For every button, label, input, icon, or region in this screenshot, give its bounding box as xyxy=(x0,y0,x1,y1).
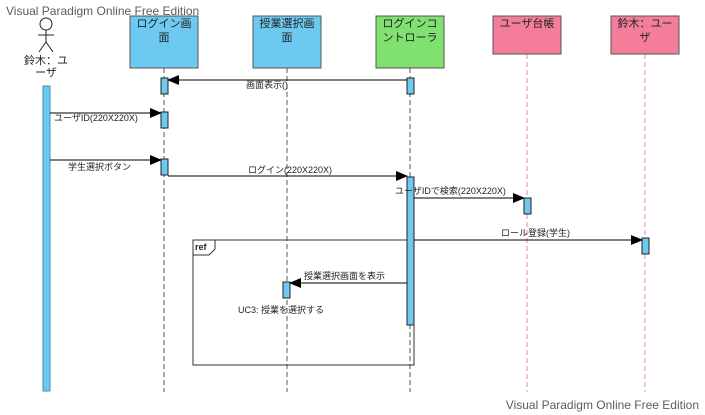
lifeline-suzuki-user[interactable]: 鈴木：ユー ザ xyxy=(610,15,680,392)
message-label: ロール登録(学生) xyxy=(501,227,570,238)
activation-bar xyxy=(523,197,532,215)
lifeline-title-line1: ログイン画 xyxy=(137,16,192,30)
message-label: 画面表示() xyxy=(246,79,288,90)
fragment-tag-pentagon xyxy=(192,239,216,256)
message-student-select-button[interactable]: 学生選択ボタン xyxy=(50,155,162,172)
lifeline-title-line2: 面 xyxy=(282,32,293,44)
ref-fragment[interactable]: ref UC3: 授業を選択する xyxy=(192,239,415,366)
message-label: ユーザIDで検索(220X220X) xyxy=(395,185,506,196)
lifeline-title-line2: ントローラ xyxy=(383,32,438,44)
lifeline-header-box xyxy=(252,15,322,69)
lifeline-title-line2: 面 xyxy=(159,32,170,44)
lifeline-header-box xyxy=(129,15,199,69)
activation-bar xyxy=(160,111,169,129)
lifeline-header-box xyxy=(610,15,680,55)
message-show-screen[interactable]: 画面表示() xyxy=(167,75,407,90)
activation-bar xyxy=(406,77,415,95)
message-search-by-user-id[interactable]: ユーザIDで検索(220X220X) xyxy=(395,185,525,203)
message-user-id[interactable]: ユーザID(220X220X) xyxy=(50,108,162,123)
lifeline-header-box xyxy=(492,15,562,55)
message-label: ログイン(220X220X) xyxy=(248,164,332,175)
fragment-frame xyxy=(192,239,415,366)
message-label: ユーザID(220X220X) xyxy=(54,113,138,123)
lifeline-course-screen[interactable]: 授業選択画 面 xyxy=(252,15,322,392)
lifeline-title-line1: 授業選択画 xyxy=(260,16,315,30)
message-show-course-screen[interactable]: 授業選択画面を表示 xyxy=(289,270,407,288)
message-label: 授業選択画面を表示 xyxy=(304,270,385,281)
lifeline-user-ledger[interactable]: ユーザ台帳 xyxy=(492,15,562,392)
activation-bar-controller xyxy=(406,176,415,326)
message-label: 学生選択ボタン xyxy=(68,161,131,172)
activation-bar xyxy=(160,158,169,176)
watermark-bottom: Visual Paradigm Online Free Edition xyxy=(505,398,699,412)
activation-bar xyxy=(641,237,650,255)
watermark-top: Visual Paradigm Online Free Edition xyxy=(6,4,200,18)
lifeline-title-line1: ユーザ台帳 xyxy=(500,16,555,30)
lifeline-title-line2: ザ xyxy=(640,31,651,44)
actor-suzuki[interactable]: 鈴木：ユ ーザ xyxy=(24,17,68,392)
lifeline-login-screen[interactable]: ログイン画 面 xyxy=(129,15,199,392)
message-register-role[interactable]: ロール登録(学生) xyxy=(414,227,643,245)
lifeline-title-line1: 鈴木：ユー xyxy=(618,16,673,30)
actor-label-line1: 鈴木：ユ xyxy=(24,53,68,67)
fragment-label: UC3: 授業を選択する xyxy=(238,304,324,315)
lifeline-title-line1: ログインコ xyxy=(383,16,438,30)
actor-activation-bar xyxy=(42,85,51,392)
activation-bar xyxy=(160,77,169,95)
message-login[interactable]: ログイン(220X220X) xyxy=(168,164,408,181)
actor-label-line2: ーザ xyxy=(35,66,57,79)
lifeline-header-box xyxy=(375,15,445,69)
stick-figure-icon xyxy=(38,17,54,53)
activation-bar-course-screen xyxy=(282,281,291,299)
fragment-tag: ref xyxy=(195,242,208,252)
